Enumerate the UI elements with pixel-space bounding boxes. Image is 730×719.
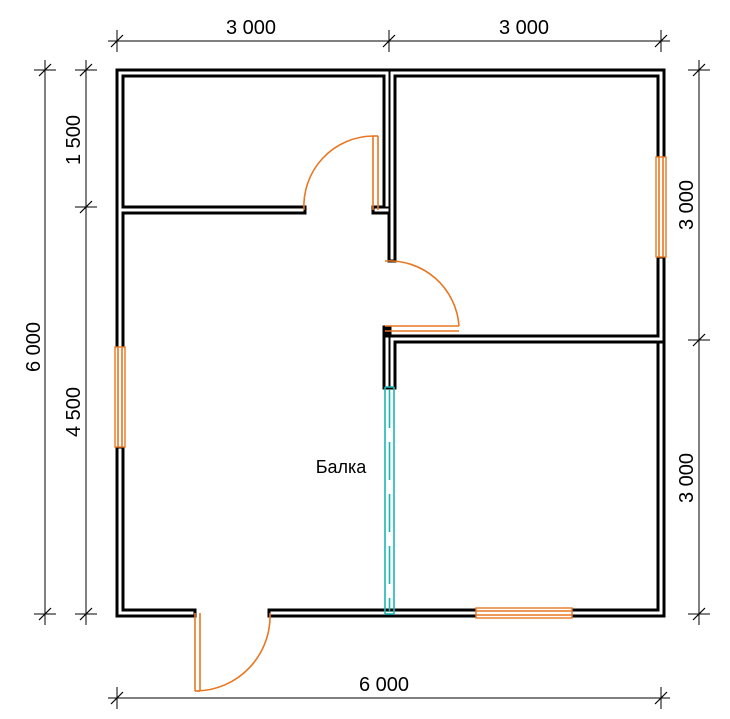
dim-top-right: 3 000 bbox=[499, 17, 549, 39]
door-upper bbox=[303, 135, 379, 211]
dim-right-top: 3 000 bbox=[676, 180, 698, 230]
window-left bbox=[114, 346, 126, 448]
dim-left-top: 1 500 bbox=[63, 115, 85, 165]
dim-left-total: 6 000 bbox=[23, 322, 45, 372]
dim-bottom: 6 000 bbox=[359, 674, 409, 696]
window-bottom bbox=[475, 607, 573, 619]
walls bbox=[115, 68, 666, 618]
window-right bbox=[655, 156, 667, 258]
dim-right-bottom: 3 000 bbox=[676, 453, 698, 503]
dimension-lines bbox=[34, 30, 710, 709]
door-middle bbox=[384, 260, 460, 332]
beam-label: Балка bbox=[316, 457, 368, 477]
beam bbox=[384, 386, 395, 615]
door-entrance bbox=[194, 612, 271, 692]
dim-left-bottom: 4 500 bbox=[63, 387, 85, 437]
dim-top-left: 3 000 bbox=[226, 17, 276, 39]
